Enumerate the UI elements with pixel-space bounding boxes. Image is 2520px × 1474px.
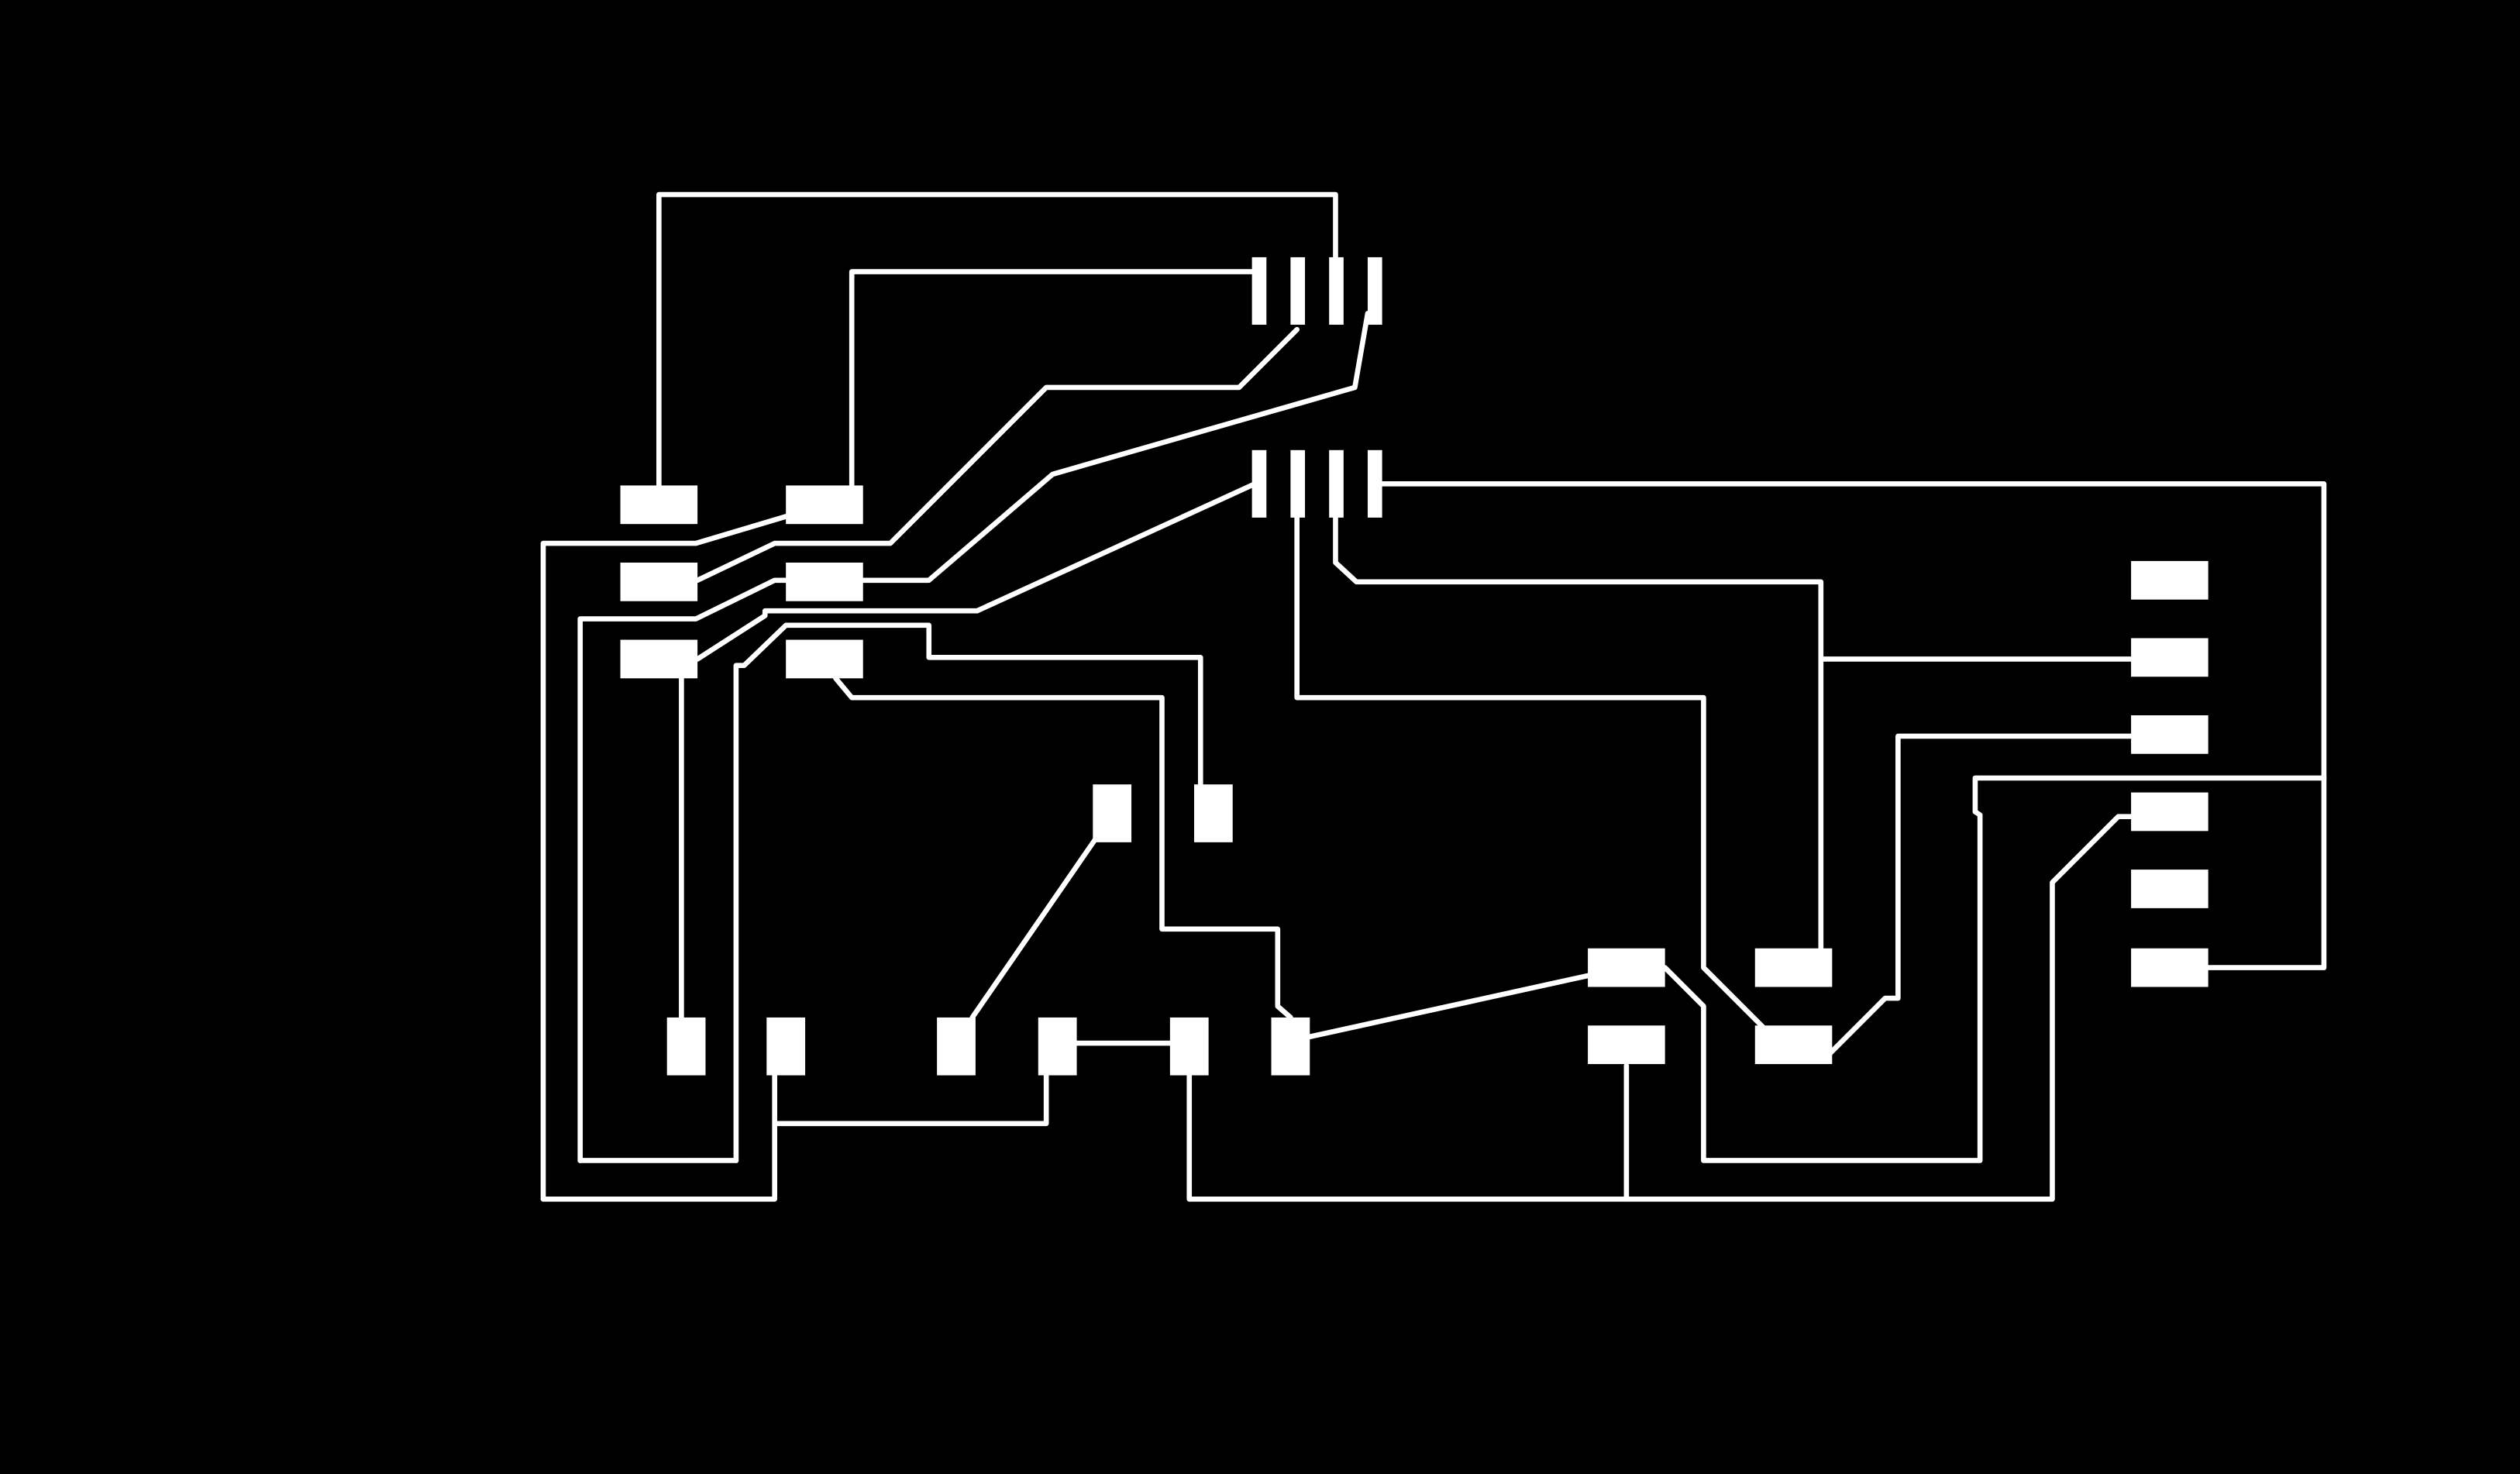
trace — [694, 479, 1262, 662]
trace — [540, 513, 790, 1202]
output-pad — [2131, 715, 2208, 754]
smd-pad — [1754, 948, 1833, 987]
trace — [860, 311, 1371, 584]
connector-pin-top — [1367, 257, 1382, 325]
trace — [694, 326, 1300, 584]
header-pad — [620, 485, 698, 525]
header-pad — [786, 639, 863, 679]
smd-pad — [1754, 1025, 1833, 1065]
component-pad — [1169, 1017, 1209, 1076]
trace — [577, 577, 789, 1163]
connector-pin-top — [1251, 257, 1267, 325]
output-pad — [2131, 792, 2208, 832]
component-pad — [666, 1017, 706, 1076]
output-pad — [2131, 560, 2208, 600]
component-pad — [937, 1017, 976, 1076]
trace — [540, 1073, 777, 1202]
connector-pin-top — [1329, 257, 1344, 325]
trace — [1823, 733, 2134, 1061]
smd-pad — [1588, 1025, 1665, 1065]
output-pad — [2131, 870, 2208, 908]
trace — [1306, 973, 1591, 1040]
trace — [1662, 775, 2327, 1163]
trace — [733, 622, 1203, 1163]
connector-pin-bottom — [1251, 449, 1267, 518]
trace — [656, 191, 1338, 488]
trace — [1333, 515, 1824, 952]
component-pad — [1093, 784, 1132, 842]
connector-pin-top — [1290, 257, 1306, 325]
trace — [969, 833, 1100, 1021]
output-pad — [2131, 948, 2208, 987]
header-pad — [786, 485, 863, 525]
trace — [833, 675, 1293, 1021]
component-pad — [1193, 784, 1233, 842]
trace — [1294, 515, 1771, 1035]
trace — [1186, 814, 2134, 1202]
component-pad — [766, 1017, 806, 1076]
trace — [1379, 481, 2327, 970]
connector-pin-bottom — [1329, 449, 1344, 518]
smd-pad — [1588, 948, 1665, 987]
traces — [540, 191, 2327, 1202]
trace — [773, 1073, 1049, 1127]
connector-pin-bottom — [1290, 449, 1306, 518]
header-pad — [620, 562, 698, 601]
header-pad — [620, 639, 698, 679]
pads — [620, 257, 2208, 1076]
trace — [849, 269, 1262, 488]
header-pad — [786, 562, 863, 601]
component-pad — [1271, 1017, 1310, 1076]
connector-pin-bottom — [1367, 449, 1382, 518]
component-pad — [1038, 1017, 1077, 1076]
output-pad — [2131, 638, 2208, 677]
